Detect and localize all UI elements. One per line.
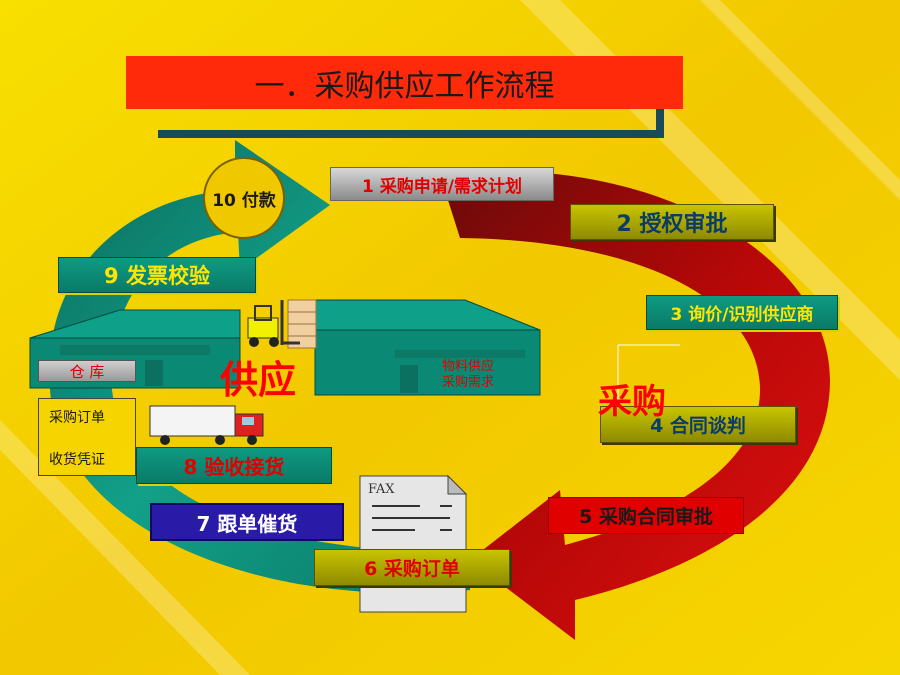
purchase-big-label: 采购 [598, 382, 666, 422]
truck-icon [149, 405, 264, 445]
step-7-follow-up: 7 跟单催货 [150, 503, 344, 541]
fax-label: FAX [368, 482, 395, 497]
supply-note: 物料供应 采购需求 [441, 359, 494, 390]
step-9-label: 9 发票校验 [104, 264, 210, 288]
step-3-inquiry: 3 询价/识别供应商 [646, 295, 838, 330]
step-5-contract-approval: 5 采购合同审批 [548, 497, 744, 534]
warehouse-label: 仓 库 [38, 360, 136, 382]
step-6-purchase-order: 6 采购订单 [314, 549, 510, 586]
step-5-label: 5 采购合同审批 [579, 506, 713, 528]
step-7-label: 7 跟单催货 [196, 511, 298, 536]
step-10-payment: 10 付款 [204, 178, 284, 218]
step-4-label: 4 合同谈判 [650, 415, 746, 437]
payment-circle [203, 157, 285, 239]
step-2-label: 2 授权审批 [616, 212, 728, 237]
forklift-icon [247, 300, 300, 347]
step-8-receiving: 8 验收接货 [136, 447, 332, 484]
step-1-purchase-request: 1 采购申请/需求计划 [330, 167, 554, 201]
title-shadow-bottom [158, 130, 664, 138]
page-title: 一．采购供应工作流程 [126, 56, 683, 109]
warehouse-right-icon [314, 299, 541, 396]
document-labels: 采购订单 收货凭证 [38, 398, 136, 476]
warehouse-label-text: 仓 库 [69, 362, 105, 381]
step-6-label: 6 采购订单 [364, 558, 460, 580]
step-3-label: 3 询价/识别供应商 [670, 305, 814, 325]
step-1-label: 1 采购申请/需求计划 [362, 176, 522, 197]
step-9-invoice-check: 9 发票校验 [58, 257, 256, 293]
doc-line-purchase-order: 采购订单 [49, 410, 105, 426]
crates-icon [287, 299, 317, 349]
step-10-label: 10 付款 [212, 190, 276, 211]
doc-line-receipt: 收货凭证 [49, 452, 105, 468]
step-4-negotiation: 4 合同谈判 [600, 406, 796, 443]
supply-big-label: 供应 [220, 358, 297, 402]
step-2-authorization: 2 授权审批 [570, 204, 774, 240]
step-8-label: 8 验收接货 [183, 455, 285, 479]
